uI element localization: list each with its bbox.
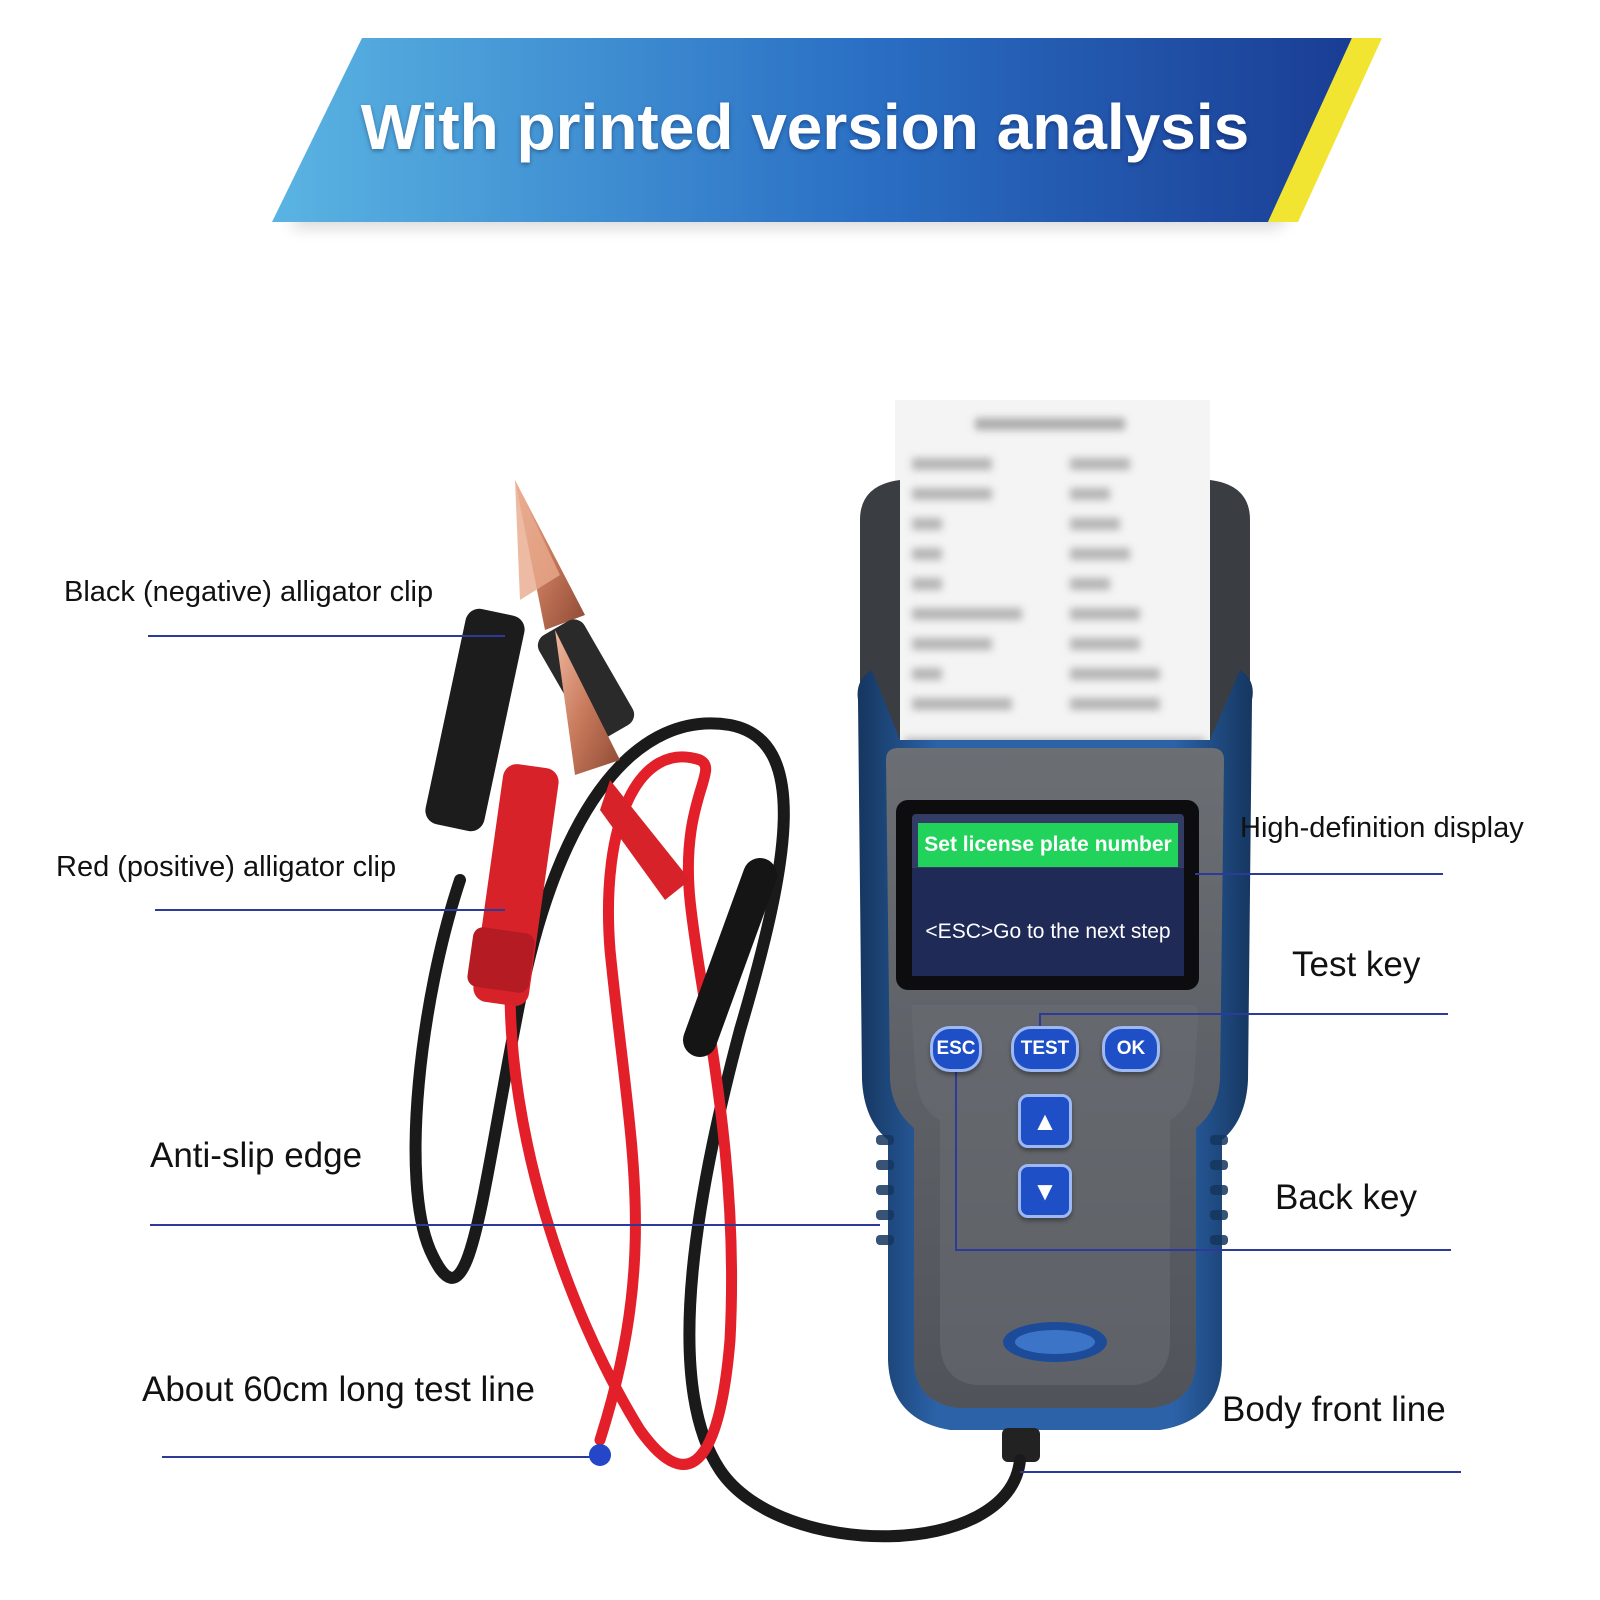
label-front-line: Body front line bbox=[1222, 1390, 1446, 1429]
label-back-key: Back key bbox=[1275, 1178, 1417, 1217]
banner-title: With printed version analysis bbox=[360, 91, 1250, 163]
label-anti-slip: Anti-slip edge bbox=[150, 1136, 363, 1175]
screen-banner: Set license plate number bbox=[918, 823, 1178, 867]
down-arrow-icon: ▼ bbox=[1032, 1176, 1058, 1206]
ok-key: OK bbox=[1102, 1026, 1160, 1072]
up-key: ▲ bbox=[1018, 1094, 1072, 1148]
banner: With printed version analysis bbox=[0, 0, 1600, 260]
label-display: High-definition display bbox=[1240, 812, 1524, 844]
banner-graphic bbox=[272, 38, 1382, 228]
label-test-line: About 60cm long test line bbox=[142, 1370, 536, 1409]
red-alligator-clip bbox=[467, 630, 690, 1006]
test-cables bbox=[409, 717, 1026, 1543]
test-key: TEST bbox=[1011, 1026, 1079, 1072]
down-key: ▼ bbox=[1018, 1164, 1072, 1218]
screen-instruction: <ESC>Go to the next step bbox=[925, 920, 1171, 943]
esc-key: ESC bbox=[930, 1026, 982, 1072]
label-test-key: Test key bbox=[1292, 945, 1421, 984]
up-arrow-icon: ▲ bbox=[1032, 1106, 1058, 1136]
callout-lines bbox=[148, 635, 1461, 1473]
label-black-clip: Black (negative) alligator clip bbox=[64, 576, 434, 608]
label-red-clip: Red (positive) alligator clip bbox=[56, 851, 397, 883]
callout-dot bbox=[589, 1444, 611, 1466]
